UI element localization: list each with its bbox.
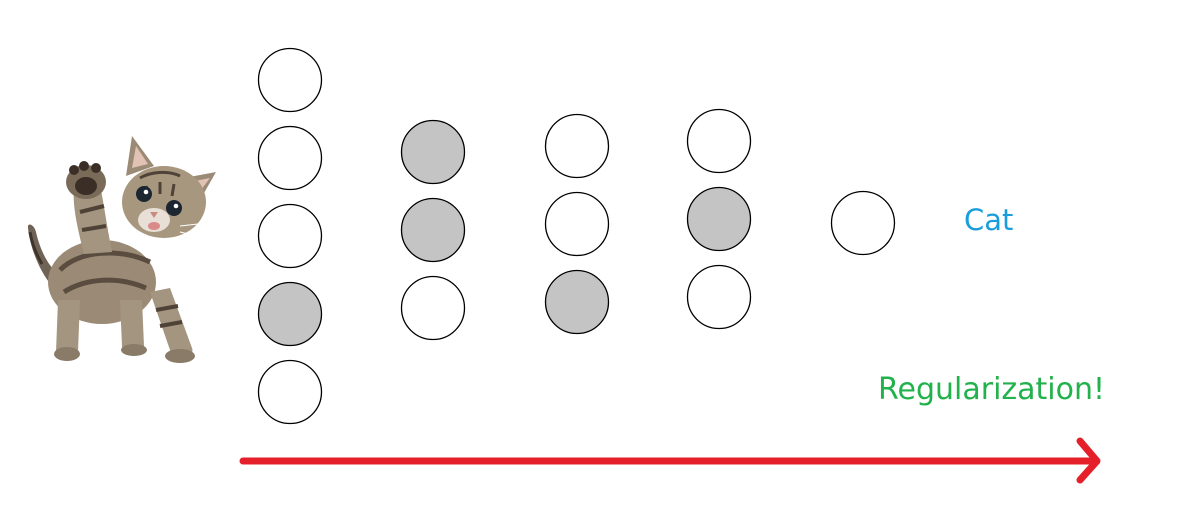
neuron-dropped xyxy=(686,186,752,252)
neuron-dropped xyxy=(257,281,323,347)
neuron-active xyxy=(400,275,466,341)
kitten-photo xyxy=(27,136,216,363)
neuron-active xyxy=(257,125,323,191)
neuron-active xyxy=(257,47,323,113)
neuron-active xyxy=(257,359,323,425)
right-arrow xyxy=(239,437,1101,484)
output-label: Cat xyxy=(964,203,1014,237)
neuron-dropped xyxy=(544,269,610,335)
neural-network xyxy=(257,47,896,425)
neuron-active xyxy=(544,113,610,179)
neuron-active xyxy=(544,191,610,257)
neuron-active xyxy=(830,190,896,256)
neuron-active xyxy=(686,108,752,174)
neuron-dropped xyxy=(400,119,466,185)
neuron-active xyxy=(257,203,323,269)
regularization-label: Regularization! xyxy=(878,372,1106,407)
neuron-active xyxy=(686,264,752,330)
neuron-dropped xyxy=(400,197,466,263)
